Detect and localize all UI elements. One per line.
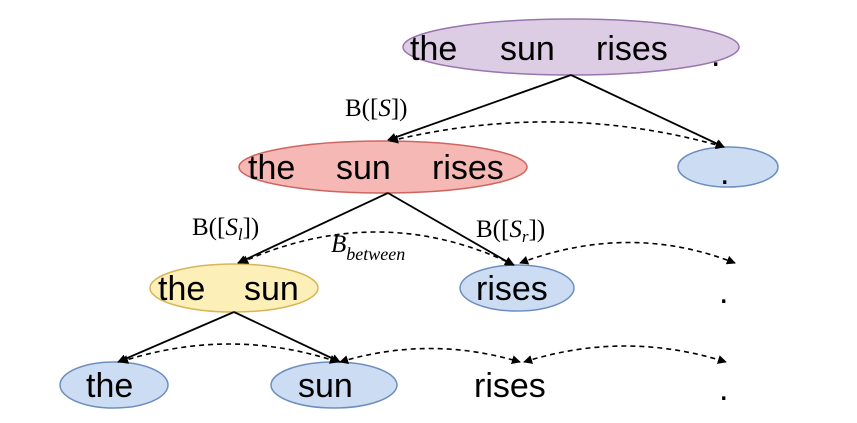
period-3-text: .	[719, 370, 728, 408]
phrase-word-the: the	[158, 270, 205, 308]
sentence-node	[238, 140, 528, 194]
dashed-arc-phrase-rises	[239, 231, 515, 266]
period-leaf-text: .	[720, 154, 729, 192]
sentence-word-sun: sun	[336, 149, 391, 187]
rises-leaf-node	[459, 264, 575, 312]
dashed-arc-sun-rises	[339, 347, 521, 364]
dashed-arc-the-sun	[119, 343, 339, 364]
dashed-arc-sentence-period	[389, 121, 725, 150]
phrase-word-sun: sun	[244, 270, 299, 308]
rises-leaf-text: rises	[476, 270, 548, 308]
sentence-word-the: the	[248, 149, 295, 187]
period-leaf-node	[677, 146, 779, 188]
label-b-sl: B([Sl])	[192, 214, 259, 244]
rises-plain-text: rises	[474, 367, 546, 405]
edge-phrase-the	[117, 311, 235, 363]
edge-sentence-rises	[387, 192, 514, 266]
edge-root-sentence	[387, 74, 572, 142]
sun-leaf-text: sun	[298, 367, 353, 405]
edge-sentence-phrase	[237, 192, 389, 264]
root-word-rises: rises	[596, 30, 668, 68]
period-2-text: .	[719, 273, 728, 311]
label-b-sr: B([Sr])	[476, 216, 545, 246]
root-word-the: the	[410, 30, 457, 68]
root-period: .	[711, 36, 720, 74]
dashed-arc-rises-period	[519, 241, 736, 265]
dashed-arc-rises-period-bottom	[523, 345, 727, 364]
label-b-between: Bbetween	[331, 231, 405, 264]
root-word-sun: sun	[500, 30, 555, 68]
edge-phrase-sun	[233, 311, 341, 363]
the-leaf-text: the	[86, 367, 133, 405]
edge-root-period	[570, 74, 725, 148]
sentence-word-rises: rises	[432, 149, 504, 187]
label-b-s: B([S])	[345, 95, 407, 122]
the-leaf-node	[59, 361, 169, 409]
